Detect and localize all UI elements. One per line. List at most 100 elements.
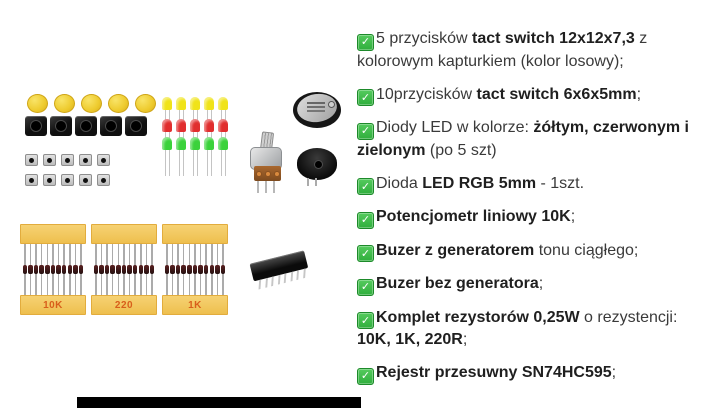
tact-switch-6x6 — [97, 154, 110, 166]
resistor-body — [187, 265, 192, 274]
tact-switch-6x6-row-1 — [25, 154, 110, 166]
checklist-item: ✓Dioda LED RGB 5mm - 1szt. — [357, 173, 715, 195]
resistor-body — [198, 265, 203, 274]
resistor — [132, 244, 138, 295]
led-green — [162, 137, 172, 177]
item-text-segment: ; — [636, 85, 642, 103]
item-text-segment: Buzer z generatorem — [376, 241, 535, 259]
resistor-body — [203, 265, 209, 274]
checkmark-icon: ✓ — [357, 278, 374, 296]
resistor — [149, 244, 155, 295]
resistor — [50, 244, 56, 295]
resistor-body — [149, 265, 155, 274]
checkmark-icon: ✓ — [357, 245, 374, 262]
resistor — [104, 244, 110, 295]
resistor-body — [28, 265, 33, 274]
switch-cap — [54, 94, 75, 113]
item-text-segment: ; — [611, 364, 617, 381]
resistor — [56, 244, 61, 295]
resistor — [187, 244, 192, 295]
resistor-body — [78, 265, 84, 274]
tact-switch-6x6-row-2 — [25, 174, 110, 186]
item-text-segment: 10K, 1K, 220R — [357, 331, 463, 348]
component-photo-collage: 10K 220 1K — [20, 91, 341, 315]
led-green — [190, 137, 200, 177]
tact-switch-6x6 — [25, 154, 38, 166]
resistor — [110, 244, 115, 295]
checklist-item: ✓Potencjometr liniowy 10K; — [357, 206, 715, 229]
switch-cap — [135, 94, 156, 113]
checklist-item: ✓10przycisków tact switch 6x6x5mm; — [357, 84, 715, 106]
resistor-body — [170, 265, 175, 274]
resistor-group-10k: 10K — [20, 224, 86, 315]
tact-switch-6x6 — [61, 174, 74, 186]
resistor — [164, 244, 170, 295]
switch-cap — [108, 94, 129, 113]
item-text-segment: tonu ciągłego; — [534, 241, 639, 259]
resistor-label: 220 — [114, 299, 134, 311]
led-row-green — [162, 137, 228, 177]
tact-switch-6x6 — [43, 174, 56, 186]
item-text-segment: Komplet rezystorów 0,25W — [376, 308, 580, 326]
checklist-item: ✓5 przycisków tact switch 12x12x7,3 z ko… — [357, 28, 715, 73]
resistor — [181, 244, 186, 295]
resistor-body — [61, 265, 67, 274]
item-text-segment: 5 przycisków — [376, 30, 473, 47]
resistor — [28, 244, 33, 295]
resistor — [67, 244, 73, 295]
resistor — [45, 244, 50, 295]
resistor-body — [110, 265, 115, 274]
resistor — [138, 244, 144, 295]
ic-pin — [258, 279, 262, 290]
resistor-body — [181, 265, 186, 274]
resistor — [220, 244, 226, 295]
ic-pin — [277, 274, 281, 285]
checkmark-icon: ✓ — [357, 367, 374, 385]
resistor-body — [39, 265, 44, 274]
ic-pin — [264, 278, 268, 288]
resistor-body — [175, 265, 181, 274]
resistor-label: 10K — [43, 299, 63, 311]
resistor — [215, 244, 220, 295]
resistor-body — [192, 265, 198, 274]
resistor-body — [164, 265, 170, 274]
ic-pin — [271, 276, 274, 287]
checklist-item: ✓Diody LED w kolorze: żółtym, czerwonym … — [357, 117, 715, 162]
tact-switch-6x6 — [25, 174, 38, 186]
checklist-item: ✓Rejestr przesuwny SN74HC595; — [357, 362, 715, 385]
ic-pin — [283, 273, 287, 284]
resistor-body — [73, 265, 78, 274]
tact-switch-12x12 — [100, 116, 122, 136]
resistor — [144, 244, 149, 295]
resistor-body — [215, 265, 220, 274]
checkmark-icon: ✓ — [357, 312, 374, 329]
checklist-item: ✓Buzer z generatorem tonu ciągłego; — [357, 240, 715, 262]
checkmark-icon: ✓ — [357, 33, 374, 51]
resistor-body — [220, 265, 226, 274]
tact-switch-6x6 — [43, 154, 56, 166]
resistor-body — [56, 265, 61, 274]
item-text-segment: ; — [570, 208, 576, 225]
ic-pin — [296, 270, 299, 281]
checkmark-icon: ✓ — [357, 211, 374, 229]
resistor-body — [67, 265, 73, 274]
resistor — [116, 244, 121, 295]
item-text-segment: Potencjometr liniowy 10K — [376, 208, 571, 225]
resistor-body — [104, 265, 110, 274]
tact-switch-12x12 — [75, 116, 97, 136]
item-text-segment: LED RGB 5mm — [422, 174, 537, 192]
shift-register-ic-image — [245, 239, 321, 302]
ic-pin — [302, 268, 306, 279]
item-text-segment: tact switch 6x6x5mm — [476, 85, 637, 103]
resistor — [209, 244, 215, 295]
tact-switch-12x12-row — [25, 116, 147, 136]
item-text-segment: tact switch 12x12x7,3 — [472, 30, 635, 47]
tact-switch-6x6 — [79, 154, 92, 166]
tact-switch-12x12 — [125, 116, 147, 136]
resistor — [198, 244, 203, 295]
item-text-segment: ; — [462, 331, 468, 348]
resistor-body — [45, 265, 50, 274]
component-checklist: ✓5 przycisków tact switch 12x12x7,3 z ko… — [357, 28, 715, 396]
item-text-segment: Buzer bez generatora — [376, 275, 539, 292]
resistor-body — [22, 265, 28, 274]
